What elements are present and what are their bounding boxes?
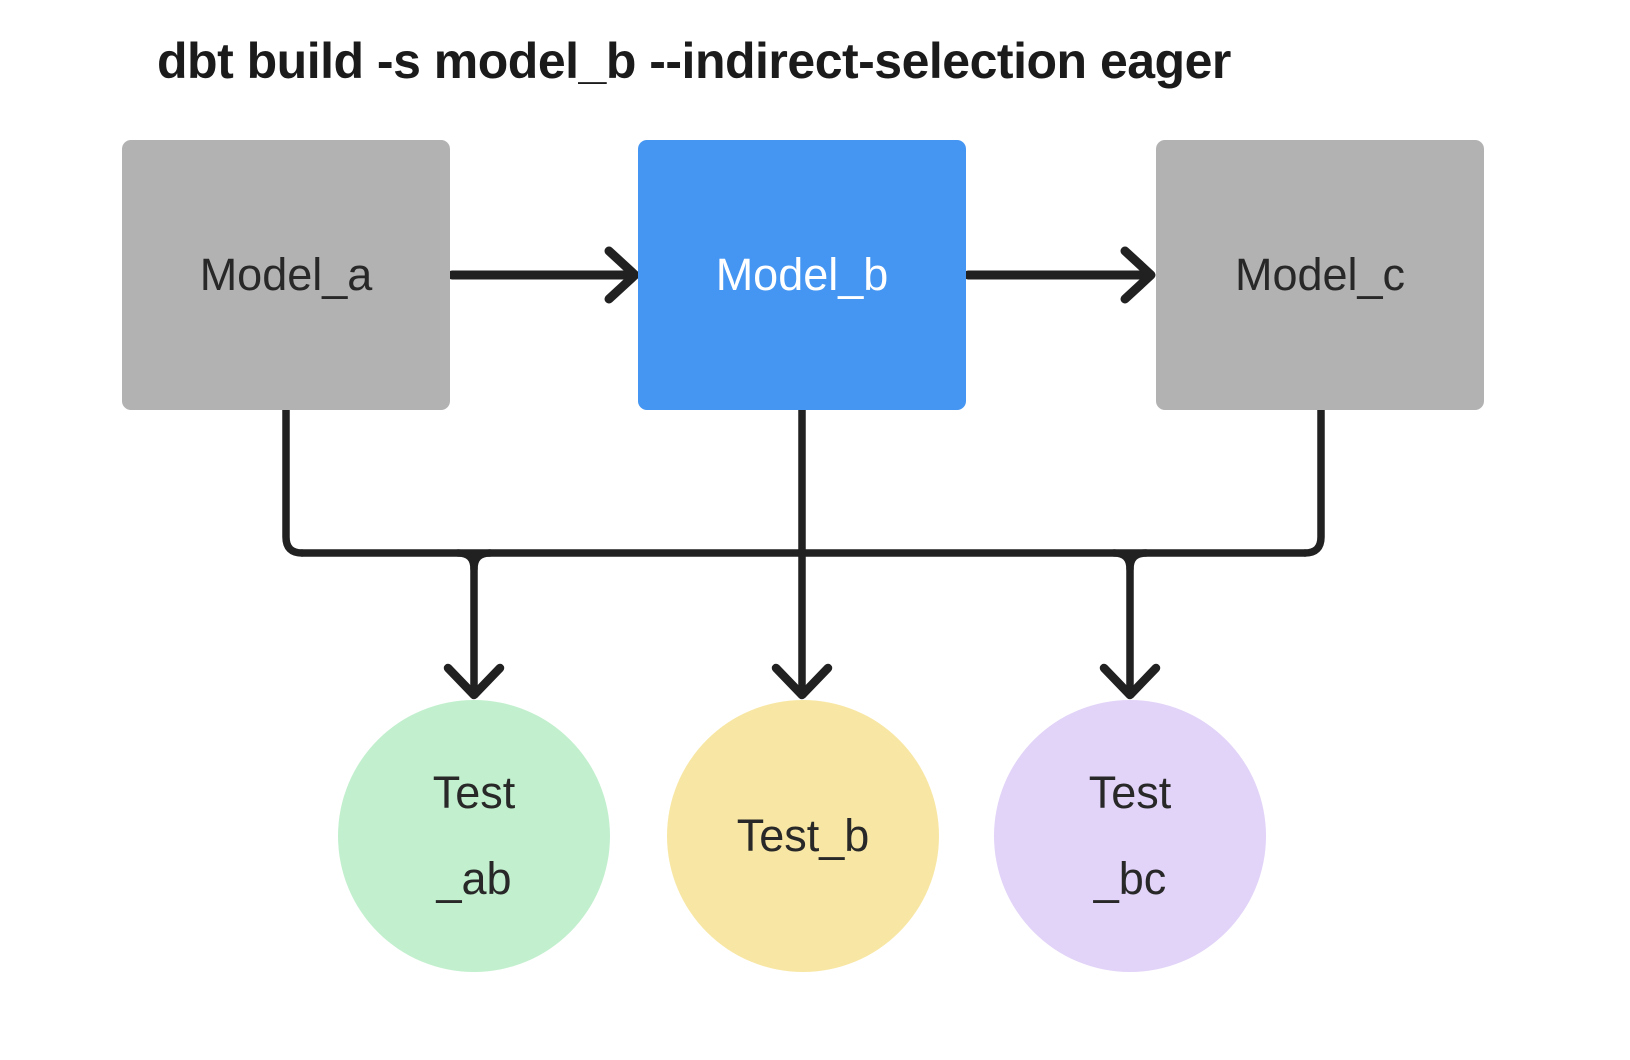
edge-branch-test-bc <box>1110 549 1134 692</box>
node-model-a: Model_a <box>122 140 450 410</box>
node-model-c-label: Model_c <box>1234 249 1406 300</box>
node-model-a-label: Model_a <box>199 249 373 300</box>
node-model-b-label: Model_b <box>715 249 889 300</box>
node-model-c: Model_c <box>1156 140 1484 410</box>
edge-model-b-to-model-c-arrowhead-icon <box>1120 246 1156 304</box>
node-model-b: Model_b <box>638 140 966 410</box>
edge-branch-test-ab <box>454 549 478 692</box>
edge-model-c-stem <box>1301 406 1325 557</box>
edge-model-a-stem <box>282 406 306 557</box>
arrowhead-test-bc-icon <box>1099 663 1161 700</box>
node-test-bc-label-line2: _bc <box>1093 853 1167 904</box>
edge-branch-test-ab-curve <box>470 549 494 573</box>
node-test-ab-label-line2: _ab <box>436 853 512 904</box>
arrowhead-test-ab-icon <box>443 663 505 700</box>
node-test-b: Test_b <box>667 700 939 972</box>
arrowhead-test-b-icon <box>771 663 833 700</box>
node-test-ab-label-line1: Test <box>432 767 516 818</box>
edge-model-a-to-model-b-arrowhead-icon <box>604 246 640 304</box>
node-test-b-label: Test_b <box>736 810 870 861</box>
node-test-ab: Test _ab <box>338 700 610 972</box>
node-test-bc: Test _bc <box>994 700 1266 972</box>
diagram-title: dbt build -s model_b --indirect-selectio… <box>157 33 1231 89</box>
node-test-bc-label-line1: Test <box>1088 767 1172 818</box>
edge-branch-test-bc-curve <box>1126 549 1150 573</box>
